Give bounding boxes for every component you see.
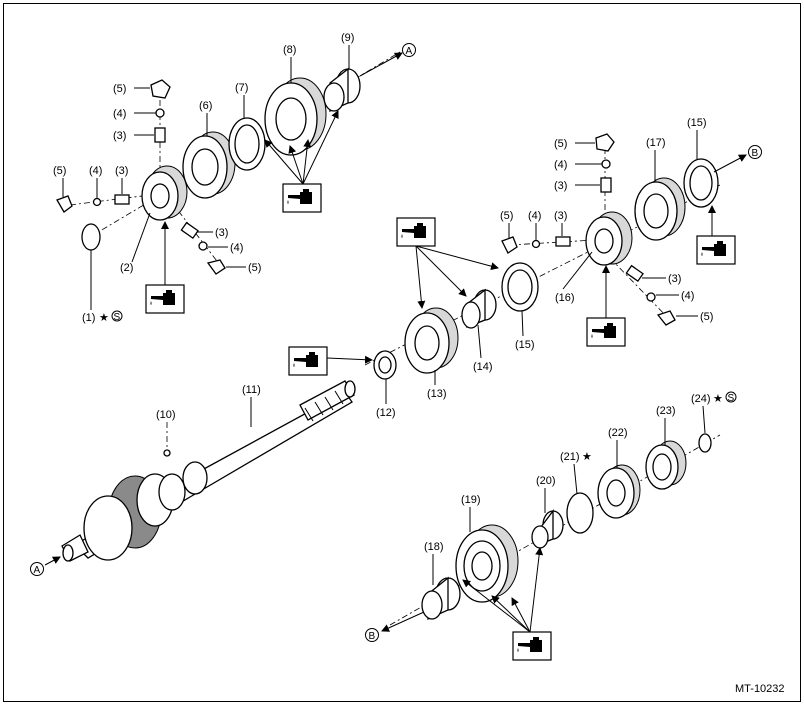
label-p8: (8) xyxy=(283,44,296,56)
lower-right-assembly: (18) (19) (20) (21) ★ (22) (23) (24) ★ S… xyxy=(365,391,737,661)
label-p4-mid-lower: (4) xyxy=(681,290,694,302)
label-p12: (12) xyxy=(376,407,396,419)
ball-bearing-13 xyxy=(404,307,459,374)
label-p3-top: (3) xyxy=(113,130,126,142)
gear-6 xyxy=(182,131,236,199)
oil-can-icon xyxy=(288,346,328,376)
label-p2: (2) xyxy=(120,262,133,274)
shaft-gear-section xyxy=(61,461,208,562)
mark-star-p1: ★ xyxy=(99,312,109,324)
label-p15: (15) xyxy=(515,339,535,351)
svg-text:A: A xyxy=(406,46,413,57)
seal-mark-p1: S xyxy=(111,310,123,323)
label-p6: (6) xyxy=(199,100,212,112)
needle-bearing-14 xyxy=(461,288,497,329)
svg-text:A: A xyxy=(34,565,41,576)
sleeve-hub-2 xyxy=(141,165,188,221)
label-p15-right: (15) xyxy=(687,117,707,129)
washer-12 xyxy=(373,350,397,380)
ball-10 xyxy=(163,449,171,457)
middle-assembly: (12) (13) (14) (15) (16) (17) (15) (5) (… xyxy=(288,117,762,419)
baulk-ring-15-right xyxy=(683,158,719,208)
label-p4-mid-top: (4) xyxy=(554,159,567,171)
collar-20 xyxy=(531,509,564,549)
mark-star-p24: ★ xyxy=(713,393,723,405)
ball-bearing-8 xyxy=(264,77,327,156)
label-p5-mid-lower: (5) xyxy=(700,311,713,323)
label-p23: (23) xyxy=(656,405,676,417)
label-p3-left: (3) xyxy=(115,165,128,177)
detent-left xyxy=(56,194,130,213)
label-p5-mid-top: (5) xyxy=(554,138,567,150)
svg-text:B: B xyxy=(369,631,376,642)
oil-can-icon xyxy=(145,284,185,314)
label-p5-left: (5) xyxy=(53,165,66,177)
oil-can-icon xyxy=(586,317,626,347)
snap-ring-21 xyxy=(566,492,594,534)
connector-a-bottom: A xyxy=(30,562,44,576)
svg-text:S: S xyxy=(114,312,121,323)
detent-mid-left xyxy=(501,236,571,254)
roller-bearing-23 xyxy=(645,440,687,490)
oil-can-icon xyxy=(396,217,436,247)
label-p4-left: (4) xyxy=(89,165,102,177)
label-p21: (21) xyxy=(560,451,580,463)
sleeve-hub-16 xyxy=(585,211,633,266)
svg-text:B: B xyxy=(752,148,759,159)
detent-mid-top xyxy=(595,133,615,193)
label-p5-mid-left: (5) xyxy=(500,210,513,222)
detent-lower xyxy=(180,221,226,275)
label-p11: (11) xyxy=(242,384,261,396)
needle-bearing-18 xyxy=(421,576,461,621)
label-p18: (18) xyxy=(424,541,444,553)
oil-can-icon xyxy=(696,235,736,265)
label-p10: (10) xyxy=(156,409,176,421)
detent-top xyxy=(150,79,171,143)
label-p5-lower: (5) xyxy=(248,262,261,274)
upper-left-assembly: (5) (4) (3) (5) (4) (3) (3) (4) (5) (2) … xyxy=(53,32,416,324)
label-p3-lower: (3) xyxy=(215,227,228,239)
label-p19: (19) xyxy=(461,494,481,506)
gear-19 xyxy=(455,524,519,603)
label-p4-lower: (4) xyxy=(230,242,243,254)
label-p17: (17) xyxy=(646,137,666,149)
connector-b-top: B xyxy=(748,145,762,159)
diagram-frame xyxy=(3,3,801,702)
label-p3-mid-top: (3) xyxy=(554,180,567,192)
svg-text:S: S xyxy=(728,393,735,404)
label-p13: (13) xyxy=(427,388,447,400)
snap-ring-1 xyxy=(81,223,101,251)
seal-mark-p24: S xyxy=(725,391,737,404)
label-p20: (20) xyxy=(536,475,556,487)
label-p3-mid-left: (3) xyxy=(554,210,567,222)
label-p7: (7) xyxy=(235,82,248,94)
label-p3-mid-lower: (3) xyxy=(668,273,681,285)
snap-ring-24 xyxy=(698,433,712,453)
label-p5-top: (5) xyxy=(113,83,126,95)
label-p16: (16) xyxy=(555,292,575,304)
detent-mid-lower xyxy=(625,264,676,326)
ball-bearing-22 xyxy=(597,464,641,519)
baulk-ring-15 xyxy=(501,262,539,312)
main-shaft-assembly: (10) (11) A xyxy=(30,380,356,576)
mark-star-p21: ★ xyxy=(582,451,592,463)
needle-bearing-9 xyxy=(323,67,361,113)
baulk-ring-7 xyxy=(228,117,266,171)
figure-code: MT-10232 xyxy=(735,683,785,695)
oil-can-icon xyxy=(512,631,552,661)
connector-a-top: A xyxy=(402,43,416,57)
connector-b-bottom: B xyxy=(365,628,379,642)
label-p1: (1) xyxy=(82,312,95,324)
gear-17 xyxy=(634,177,686,241)
label-p4-top: (4) xyxy=(113,108,126,120)
oil-can-icon xyxy=(282,183,322,213)
label-p24: (24) xyxy=(691,393,711,405)
label-p22: (22) xyxy=(608,427,628,439)
label-p9: (9) xyxy=(341,32,354,44)
label-p4-mid-left: (4) xyxy=(528,210,541,222)
label-p14: (14) xyxy=(473,361,493,373)
